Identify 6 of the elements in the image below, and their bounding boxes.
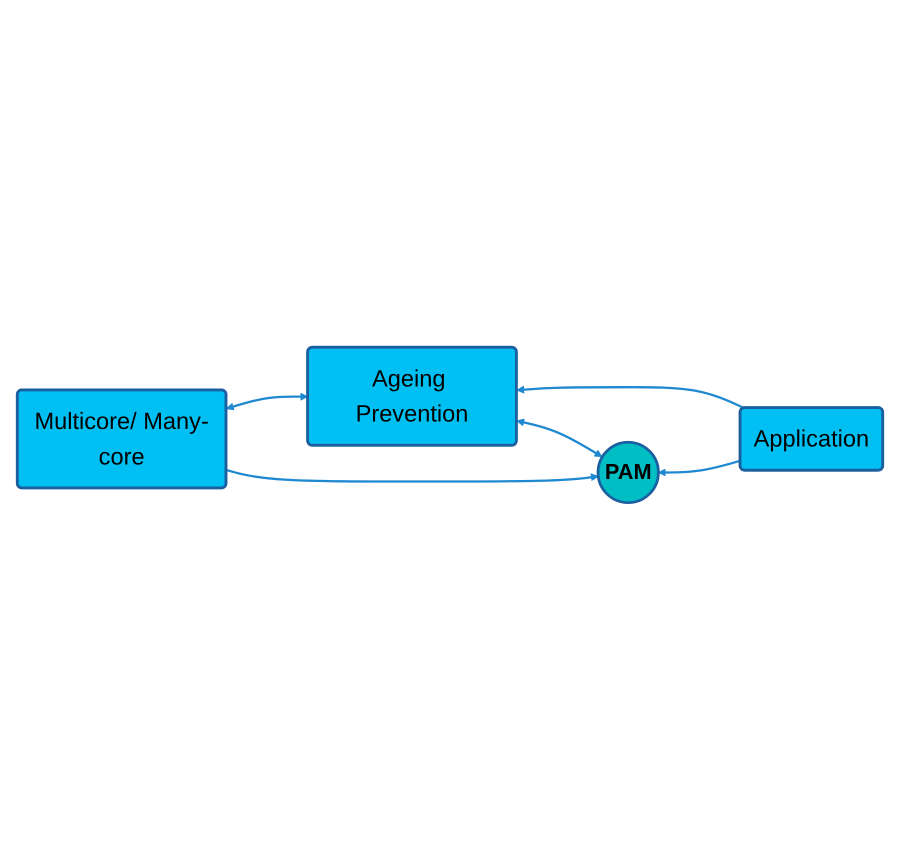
- arrow: [226, 392, 308, 410]
- arrow: [516, 386, 745, 410]
- arrow: [658, 460, 741, 476]
- node-circle: PAM: [596, 440, 660, 504]
- arrow: [226, 468, 599, 483]
- arrow: [516, 418, 602, 458]
